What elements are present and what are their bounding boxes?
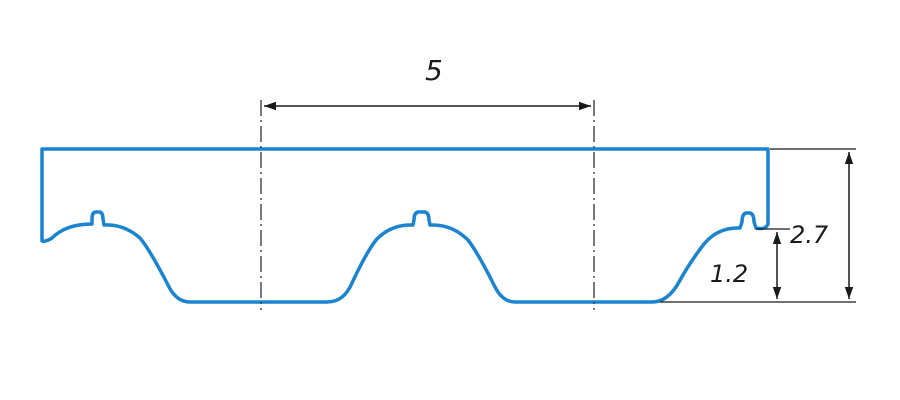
tooth-height-dimension-label: 1.2 (710, 260, 748, 288)
belt-profile-outline (40, 147, 770, 304)
pitch-dimension-label: 5 (425, 54, 443, 87)
total-height-dimension-label: 2.7 (790, 221, 829, 249)
